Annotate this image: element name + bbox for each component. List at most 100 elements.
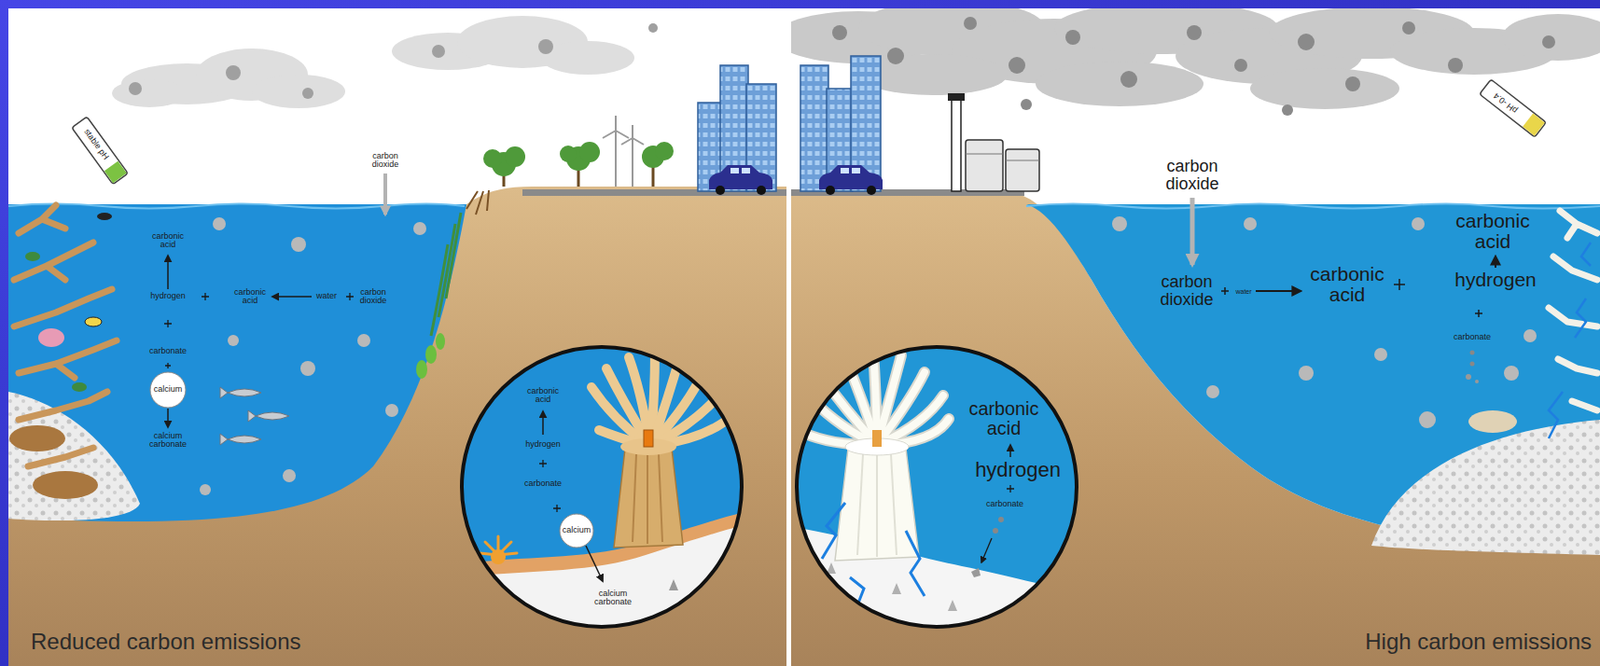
bubble bbox=[291, 236, 307, 252]
coral-reef bbox=[25, 251, 41, 262]
land bbox=[8, 186, 787, 666]
bubble bbox=[1523, 329, 1537, 343]
ocean-water bbox=[8, 204, 467, 522]
car bbox=[819, 165, 883, 195]
reaction-arrow bbox=[1470, 350, 1475, 356]
fish bbox=[248, 410, 290, 422]
seagrass bbox=[435, 333, 446, 350]
pollution-particle bbox=[1234, 58, 1248, 72]
panel-divider bbox=[786, 8, 792, 666]
seagrass bbox=[416, 212, 461, 379]
coral-inset bbox=[510, 558, 735, 630]
chem-term: carbonic acid bbox=[520, 387, 566, 405]
fish bbox=[220, 387, 290, 446]
seagrass bbox=[416, 360, 428, 379]
coral-reef bbox=[13, 205, 117, 467]
car bbox=[840, 167, 849, 174]
bleached-coral-inset bbox=[872, 430, 882, 447]
coral-inset bbox=[585, 545, 603, 582]
factory bbox=[947, 93, 1040, 192]
tree bbox=[654, 141, 674, 161]
bleached-coral bbox=[1548, 242, 1591, 439]
pollution-particle bbox=[832, 25, 848, 41]
test-tube bbox=[71, 116, 128, 184]
reaction-arrow bbox=[1190, 197, 1196, 265]
reaction-arrow bbox=[383, 173, 388, 215]
left-scene bbox=[8, 8, 787, 666]
factory bbox=[965, 153, 1040, 161]
bubble bbox=[212, 217, 226, 231]
tube-label: stable pH bbox=[82, 127, 111, 162]
pollution-particle bbox=[1297, 33, 1315, 51]
bleached-coral-inset bbox=[1009, 445, 1012, 458]
cloud bbox=[111, 79, 187, 108]
fish bbox=[220, 433, 262, 446]
wave bbox=[8, 204, 465, 209]
pollution-particle bbox=[128, 82, 142, 96]
coral-inset bbox=[628, 357, 650, 442]
chem-term: carbonic acid bbox=[145, 232, 191, 251]
car bbox=[756, 185, 766, 195]
coral-inset bbox=[632, 454, 663, 544]
chem-term: carbon dioxide bbox=[1154, 157, 1230, 194]
reaction-arrow bbox=[150, 372, 186, 408]
factory bbox=[951, 97, 961, 192]
pollution-particle bbox=[1345, 76, 1361, 92]
coral-inset bbox=[459, 344, 745, 630]
panel-title: High carbon emissions bbox=[1364, 629, 1592, 654]
test-tube bbox=[1522, 113, 1545, 137]
coral-reef bbox=[38, 328, 65, 348]
test-tube bbox=[71, 116, 128, 184]
bubble bbox=[1243, 217, 1257, 231]
bleached-coral-inset bbox=[834, 448, 919, 561]
chem-term: carbonic acid bbox=[957, 399, 1051, 439]
pollution-particle bbox=[1120, 70, 1138, 88]
factory bbox=[1005, 149, 1040, 192]
chem-term: carbonate bbox=[524, 479, 562, 488]
chem-term: carbonic acid bbox=[227, 288, 273, 307]
tree bbox=[483, 141, 674, 177]
mangrove-root bbox=[466, 190, 489, 215]
coral-reef bbox=[9, 425, 66, 452]
chem-term: calcium carbonate bbox=[589, 589, 637, 608]
chem-term: hydrogen bbox=[1454, 269, 1537, 291]
bubble bbox=[199, 484, 211, 496]
seagrass bbox=[431, 212, 461, 336]
fish bbox=[248, 410, 290, 422]
chem-term: carbonic acid bbox=[1300, 264, 1394, 306]
chem-term: hydrogen bbox=[974, 459, 1061, 481]
car bbox=[866, 185, 877, 195]
wave bbox=[1026, 204, 1600, 209]
bubble bbox=[282, 469, 296, 483]
bubble bbox=[1112, 216, 1537, 429]
bubble bbox=[1419, 411, 1436, 429]
coral-reef bbox=[9, 205, 117, 500]
tube-label: pH -0.4 bbox=[1491, 90, 1519, 115]
pollution-particle bbox=[1020, 98, 1032, 111]
coral-reef bbox=[25, 251, 87, 392]
chem-term: carbon dioxide bbox=[1149, 273, 1225, 309]
chem-term: carbonate bbox=[149, 347, 187, 356]
test-tube bbox=[104, 161, 127, 184]
bubble bbox=[1411, 217, 1425, 231]
coral-reef bbox=[32, 471, 98, 500]
bleached-coral bbox=[1548, 210, 1598, 411]
bubble bbox=[1206, 385, 1220, 399]
right-scene bbox=[791, 8, 1600, 666]
bleached-coral bbox=[1468, 410, 1517, 433]
pollution-particle bbox=[431, 44, 446, 58]
bleached-coral-inset bbox=[1006, 485, 1015, 493]
reaction-arrow bbox=[1494, 256, 1497, 268]
car bbox=[741, 167, 751, 174]
chem-term: hydrogen bbox=[150, 292, 186, 301]
bubble bbox=[199, 217, 427, 496]
chem-term: carbonate bbox=[1453, 333, 1491, 342]
mangrove-root bbox=[466, 190, 489, 215]
coral-inset bbox=[459, 344, 745, 630]
factory bbox=[965, 139, 1003, 192]
coral-reef bbox=[97, 212, 112, 221]
coral-inset bbox=[643, 430, 654, 447]
bleached-coral-inset bbox=[992, 528, 999, 534]
pollution-particle bbox=[225, 65, 241, 81]
